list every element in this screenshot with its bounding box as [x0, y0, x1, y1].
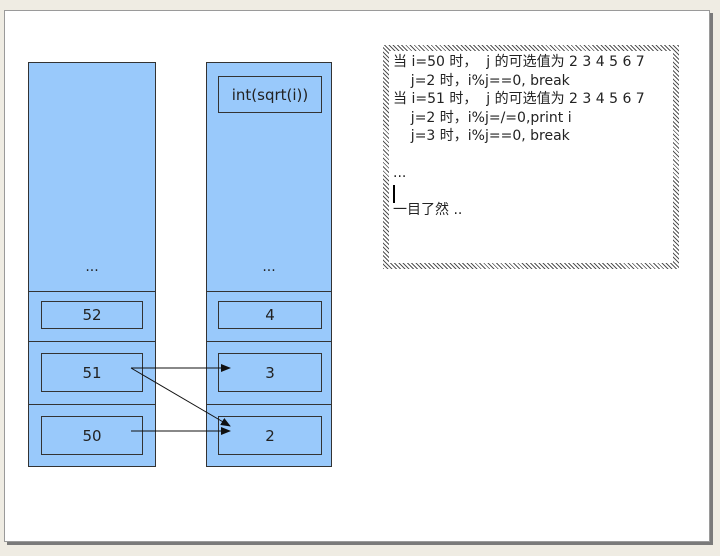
- right-top-label: int(sqrt(i)): [218, 76, 322, 113]
- left-stack-divider: [29, 341, 155, 342]
- right-cell-3: 3: [218, 353, 322, 392]
- explanation-note-body: 当 i=50 时， j 的可选值为 2 3 4 5 6 7 j=2 时，i%j=…: [389, 51, 673, 263]
- note-line: 当 i=50 时， j 的可选值为 2 3 4 5 6 7: [393, 54, 645, 70]
- note-line: [393, 146, 673, 165]
- note-line: ...: [393, 165, 407, 181]
- note-line: 当 i=51 时， j 的可选值为 2 3 4 5 6 7: [393, 91, 645, 107]
- note-line: j=2 时，i%j=/=0,print i: [393, 109, 572, 126]
- right-stack-divider: [207, 341, 331, 342]
- left-cell-50: 50: [41, 416, 143, 455]
- left-stack-divider: [29, 404, 155, 405]
- note-line: j=3 时，i%j==0, break: [393, 128, 570, 144]
- left-cell-51: 51: [41, 353, 143, 392]
- right-stack-divider: [207, 404, 331, 405]
- explanation-note: 当 i=50 时， j 的可选值为 2 3 4 5 6 7 j=2 时，i%j=…: [383, 45, 679, 269]
- right-stack-divider: [207, 291, 331, 292]
- text-caret: [393, 185, 395, 203]
- diagram-canvas: ... 52 51 50 int(sqrt(i)) ... 4 3 2 当 i=…: [4, 10, 710, 542]
- note-line: j=2 时，i%j==0, break: [393, 72, 570, 89]
- left-stack-divider: [29, 291, 155, 292]
- note-line: 一目了然 ..: [393, 202, 463, 218]
- arrow-51-to-2: [130, 367, 231, 427]
- right-stack: int(sqrt(i)) ... 4 3 2: [206, 62, 332, 467]
- right-cell-2: 2: [218, 416, 322, 455]
- right-cell-4: 4: [218, 301, 322, 329]
- arrows-layer: [130, 364, 231, 435]
- note-line: [393, 183, 673, 202]
- left-cell-52: 52: [41, 301, 143, 329]
- right-stack-ellipsis: ...: [262, 259, 276, 275]
- left-stack: ... 52 51 50: [28, 62, 156, 467]
- left-stack-ellipsis: ...: [85, 259, 99, 275]
